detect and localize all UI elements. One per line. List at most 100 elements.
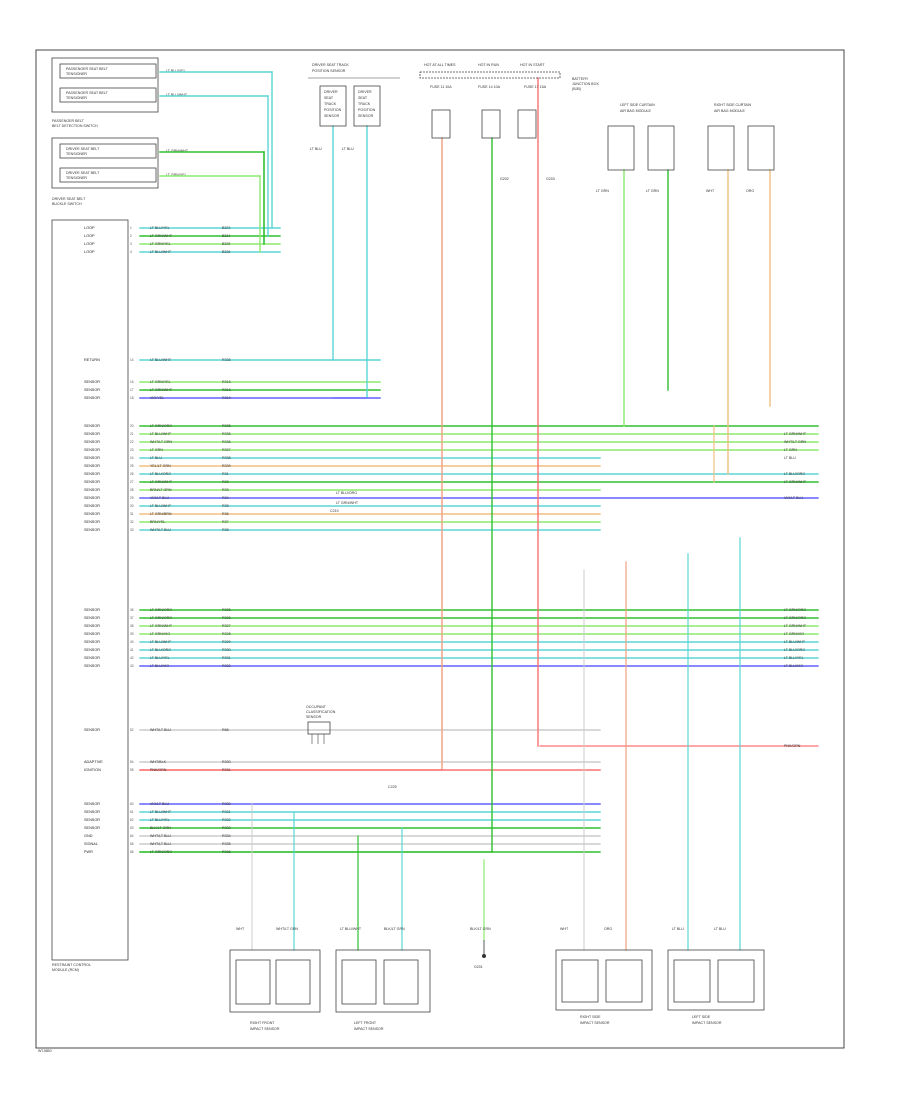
pin-function-label: SENSOR (84, 616, 100, 620)
center-top-title-1: DRIVER SEAT TRACK (312, 63, 349, 67)
bg3-wire-1: WHT (560, 927, 569, 931)
circuit-code: R338 (222, 456, 231, 460)
fuse-2-label: HOT IN RUN (478, 63, 499, 67)
circuit-code: R38 (222, 528, 229, 532)
right-wire-label: LT BLU/VIO (784, 664, 803, 668)
wire-color-label: LT BLU/WHT (150, 358, 172, 362)
wire-color-label: LT GRN/WHT (150, 624, 173, 628)
pin-function-label: SENSOR (84, 440, 100, 444)
occ-label: C225 (388, 785, 397, 789)
pin-function-label: SENSOR (84, 640, 100, 644)
pin-function-label: SENSOR (84, 512, 100, 516)
occ-title-3: SENSOR (306, 715, 322, 719)
driver-box-1-wire: LT GRN/WHT (166, 149, 189, 153)
pin-number: 18 (130, 396, 134, 400)
circuit-code: R33 (222, 488, 229, 492)
ground-bottom-label: G201 (474, 965, 483, 969)
mid-label-2: LT GRN/WHT (336, 501, 359, 505)
pin-function-label: SENSOR (84, 648, 100, 652)
bg2-title-1: LEFT FRONT (354, 1021, 377, 1025)
bg3-title-1: RIGHT SIDE (580, 1015, 601, 1019)
bg1-title-1: RIGHT FRONT (250, 1021, 275, 1025)
circuit-code: R330 (222, 802, 231, 806)
pin-number: 22 (130, 440, 134, 444)
wire-color-label: WHT/LT BLU (150, 834, 171, 838)
pin-number: 1 (130, 226, 132, 230)
side-curtain-group: LEFT SIDE CURTAIN AIR BAG MODULE LT GRN … (596, 103, 775, 193)
pin-function-label: SENSOR (84, 496, 100, 500)
left-curtain-wire-2: LT GRN (646, 189, 659, 193)
pin-number: 62 (130, 818, 134, 822)
bg2-title-2: IMPACT SENSOR (354, 1027, 384, 1031)
wire-color-label: LT GRN/WHT (150, 234, 173, 238)
pin-function-label: SENSOR (84, 424, 100, 428)
circuit-code: R335 (222, 424, 231, 428)
top-box-2-line-1: PASSENGER SEAT BELT (66, 91, 109, 95)
bjb-title-1: BATTERY (572, 77, 589, 81)
bg2-wire-1: LT BLU/WHT (340, 927, 362, 931)
circuit-code: R318 (222, 388, 231, 392)
circuit-code: R335 (222, 842, 231, 846)
wire-color-label: LT BLU (150, 456, 162, 460)
bjb-title-3: (BJB) (572, 87, 581, 91)
circuit-code: R332 (222, 664, 231, 668)
pin-number: 4 (130, 250, 132, 254)
top-box-2-line-2: TENSIONER (66, 96, 87, 100)
wire-color-label: LT BLU/ORG (150, 648, 171, 652)
circuit-code: R32 (222, 480, 229, 484)
wire-color-label: WHT/LT BLU (150, 842, 171, 846)
wire-color-label: BRN/LT GRN (150, 488, 172, 492)
driver-switch-line-1: DRIVER SEAT BELT (52, 197, 86, 201)
wire-color-label: VIO/LT BLU (150, 496, 169, 500)
circuit-code: R335 (222, 358, 231, 362)
wire-color-label: BRN/YEL (150, 520, 165, 524)
bg4-wire-1: LT BLU (672, 927, 684, 931)
pin-number: 31 (130, 512, 134, 516)
rcm-module-box (51, 219, 129, 961)
center-sensor-1-l3: TRACK (324, 102, 337, 106)
bg1-wire-2: WHT/LT GRN (276, 927, 298, 931)
pin-function-label: SIGNAL (84, 842, 98, 846)
bg3-title-2: IMPACT SENSOR (580, 1021, 610, 1025)
wire-color-label: LT BLU/ORG (150, 472, 171, 476)
pin-number: 33 (130, 528, 134, 532)
pin-function-label: LOOP (84, 226, 95, 230)
pin-function-label: SENSOR (84, 380, 100, 384)
wire-color-label: LT GRN/ORG (150, 616, 172, 620)
circuit-code: R330 (222, 648, 231, 652)
pin-number: 64 (130, 834, 134, 838)
pin-function-label: SENSOR (84, 456, 100, 460)
center-sensor-1-l4: POSITION (324, 108, 342, 112)
pin-function-label: SENSOR (84, 818, 100, 822)
wire-color-label: LT GRN/YEL (150, 380, 171, 384)
pin-function-label: SENSOR (84, 464, 100, 468)
center-sensor-2-l4: POSITION (358, 108, 376, 112)
pin-number: 29 (130, 496, 134, 500)
fuse-rating-2: FUSE 14 10A (478, 85, 501, 89)
right-wire-label: LT BLU/ORG (784, 648, 805, 652)
wire-color-label: LT GRN/BRN (150, 512, 172, 516)
circuit-code: R328 (222, 632, 231, 636)
center-top-title-2: POSITION SENSOR (312, 69, 346, 73)
right-wire-label: LT GRN (784, 448, 797, 452)
circuit-code: R331 (222, 768, 231, 772)
pin-function-label: LOOP (84, 242, 95, 246)
center-wire-1: LT BLU (310, 147, 322, 151)
pin-function-label: SENSOR (84, 728, 100, 732)
circuit-code: R333 (222, 826, 231, 830)
right-wire-label: LT BLU/WHT (784, 640, 806, 644)
left-curtain-title-2: AIR BAG MODULE (620, 109, 652, 113)
rcm-label-line-2: MODULE (RCM) (52, 968, 79, 972)
wire-color-label: LT GRN/YEL (150, 242, 171, 246)
center-sensor-1-l1: DRIVER (324, 90, 338, 94)
bg4-title-1: LEFT SIDE (692, 1015, 711, 1019)
wire-color-label: LT GRN/VIO (150, 632, 170, 636)
pin-function-label: SENSOR (84, 504, 100, 508)
pin-function-label: SENSOR (84, 480, 100, 484)
right-wire-label: VIO/LT BLU (784, 496, 803, 500)
fuse-1-label: HOT AT ALL TIMES (424, 63, 456, 67)
pin-number: 30 (130, 504, 134, 508)
driver-box-1-line-2: TENSIONER (66, 152, 87, 156)
pin-number: 16 (130, 380, 134, 384)
pin-number: 39 (130, 632, 134, 636)
